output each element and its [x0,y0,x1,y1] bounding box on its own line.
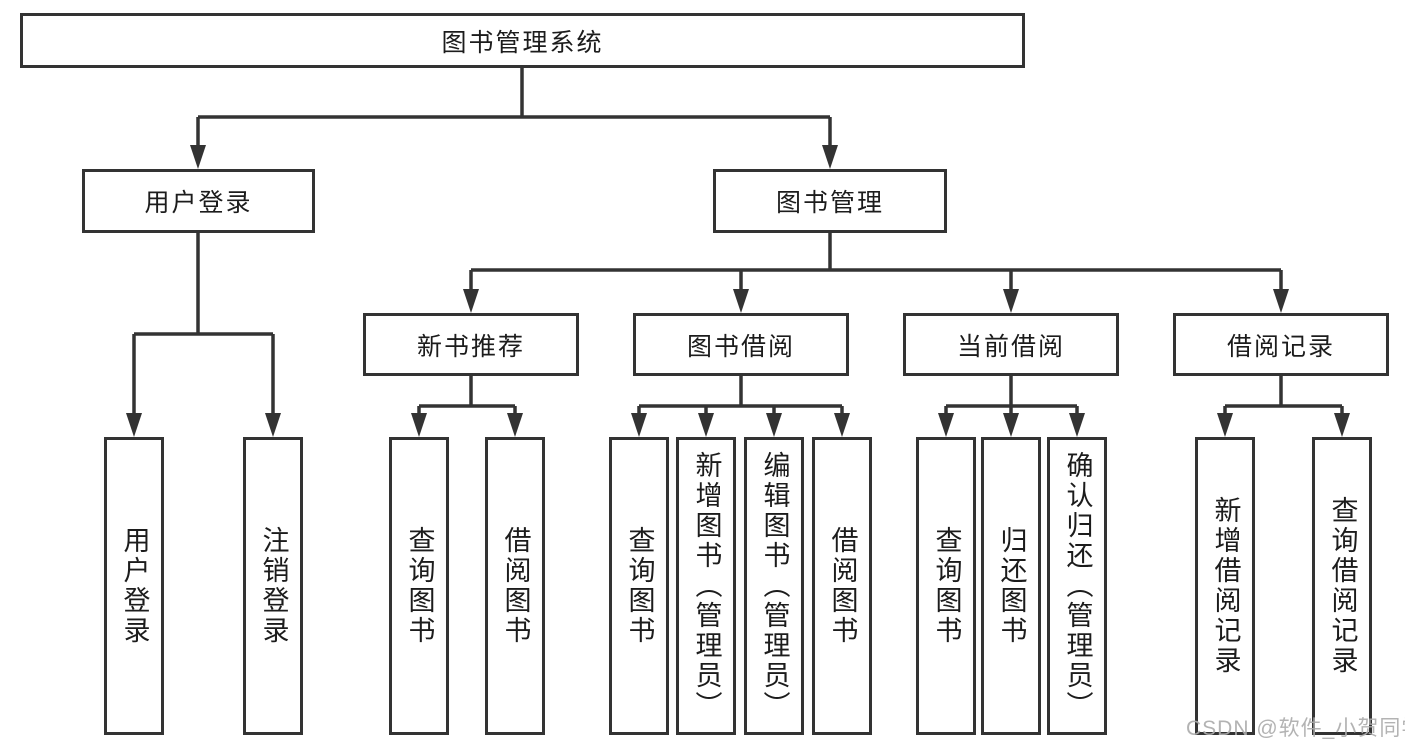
csdn-watermark: CSDN @软件_小贺同学 [1186,717,1405,740]
arrowhead [733,289,749,313]
leaf-borrow-books: 借阅图书 [812,437,872,735]
arrowhead [190,145,206,169]
node-label: 用户登录 [119,526,150,646]
node-new-book-recommend: 新书推荐 [363,313,579,376]
node-label: 注销登录 [258,526,289,646]
node-label: 查询图书 [624,526,655,646]
connector-bookmgmt-to-level3 [463,233,1289,313]
leaf-query-books-current: 查询图书 [916,437,976,735]
node-label: 新增图书（管理员） [691,451,722,721]
arrowhead [411,413,427,437]
connector-newbooks-to-leaves [411,376,523,437]
leaf-query-books-recommend: 查询图书 [389,437,449,735]
node-user-login: 用户登录 [82,169,315,233]
arrowhead [834,413,850,437]
node-label: 用户登录 [144,189,253,217]
arrowhead [507,413,523,437]
node-label: 图书借阅 [686,332,795,361]
node-book-management: 图书管理 [713,169,947,233]
arrowhead [822,145,838,169]
node-book-borrow: 图书借阅 [633,313,849,376]
arrowhead [1003,289,1019,313]
leaf-query-books-borrow: 查询图书 [609,437,669,735]
leaf-add-borrow-record: 新增借阅记录 [1195,437,1255,735]
leaf-logout: 注销登录 [243,437,303,735]
arrowhead [1273,289,1289,313]
node-label: 归还图书 [996,526,1027,646]
leaf-edit-books-admin: 编辑图书（管理员） [744,437,804,735]
node-borrow-records: 借阅记录 [1173,313,1389,376]
connector-current-to-leaves [938,376,1085,437]
node-label: 借阅记录 [1226,332,1335,361]
connector-records-to-leaves [1217,376,1350,437]
node-label: 借阅图书 [500,526,531,646]
connector-borrow-to-leaves [631,376,850,437]
node-label: 新书推荐 [416,332,525,361]
node-label: 图书管理 [775,189,884,217]
node-label: 查询图书 [404,526,435,646]
node-label: 图书管理系统 [441,28,604,57]
node-root-system: 图书管理系统 [20,13,1025,68]
leaf-query-borrow-record: 查询借阅记录 [1312,437,1372,735]
node-label: 借阅图书 [827,526,858,646]
leaf-return-books: 归还图书 [981,437,1041,735]
node-label: 当前借阅 [956,332,1065,361]
node-label: 查询借阅记录 [1327,496,1358,676]
arrowhead [265,413,281,437]
leaf-confirm-return-admin: 确认归还（管理员） [1047,437,1107,735]
arrowhead [698,413,714,437]
arrowhead [938,413,954,437]
node-current-borrow: 当前借阅 [903,313,1119,376]
arrowhead [463,289,479,313]
arrowhead [1069,413,1085,437]
node-label: 查询图书 [931,526,962,646]
leaf-add-books-admin: 新增图书（管理员） [676,437,736,735]
node-label: 确认归还（管理员） [1062,451,1093,721]
node-label: 新增借阅记录 [1210,496,1241,676]
arrowhead [1334,413,1350,437]
arrowhead [126,413,142,437]
connector-root-to-level2 [190,68,838,169]
arrowhead [631,413,647,437]
leaf-user-login: 用户登录 [104,437,164,735]
leaf-borrow-books-recommend: 借阅图书 [485,437,545,735]
arrowhead [1003,413,1019,437]
arrowhead [766,413,782,437]
node-label: 编辑图书（管理员） [759,451,790,721]
arrowhead [1217,413,1233,437]
connector-userlogin-to-leaves [126,233,281,437]
